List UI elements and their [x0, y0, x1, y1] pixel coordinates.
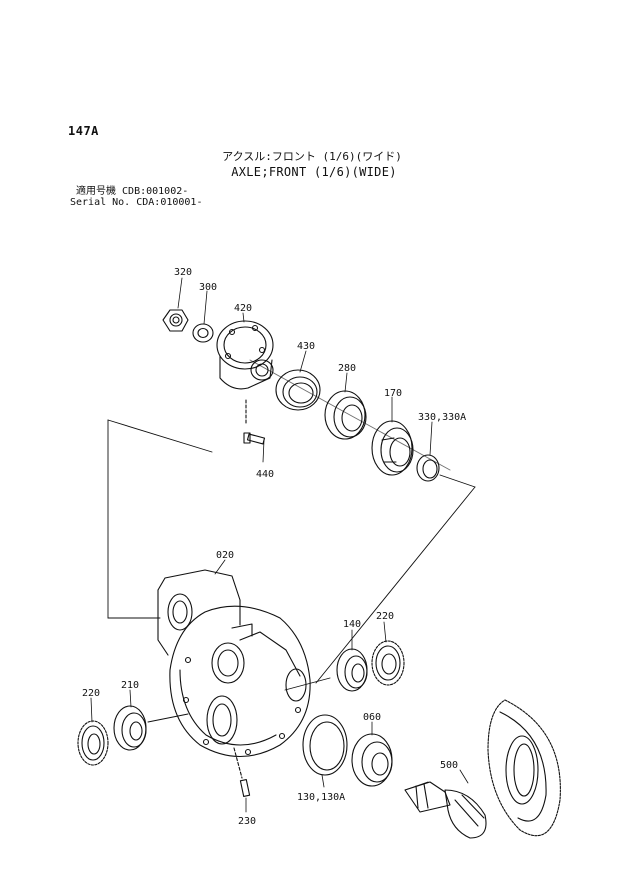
part-020-differential-housing [157, 569, 311, 758]
part-280-bearing [324, 390, 367, 440]
leader-320 [177, 277, 183, 309]
serial-label-english: Serial No. [70, 197, 131, 208]
part-440-bolt [243, 399, 266, 445]
callout-140: 140 [343, 619, 361, 630]
leader-500 [459, 769, 469, 784]
leader-300 [203, 290, 208, 325]
leader-220-right [383, 621, 387, 643]
part-230-pin [233, 747, 251, 797]
page-code: 147A [68, 124, 99, 138]
callout-210: 210 [121, 680, 139, 691]
leader-210 [129, 689, 132, 708]
diagram-title-japanese: アクスル:フロント (1/6)(ワイド) [222, 150, 402, 163]
leader-420 [242, 312, 245, 323]
part-060-bearing [351, 733, 393, 787]
axis-line-upper [249, 359, 451, 471]
serial-row-english: Serial No. CDA:010001- [70, 197, 202, 208]
callout-330-330a: 330,330A [418, 412, 466, 423]
axis-line-lower-left [147, 713, 189, 723]
part-210-bearing [113, 705, 147, 751]
callout-280: 280 [338, 363, 356, 374]
callout-420: 420 [234, 303, 252, 314]
callout-300: 300 [199, 282, 217, 293]
part-430-oil-seal [275, 369, 321, 411]
leader-430 [299, 350, 307, 373]
leader-220-left [90, 697, 93, 723]
part-420-flange [216, 320, 274, 390]
diagram-title-english: AXLE;FRONT (1/6)(WIDE) [231, 165, 397, 179]
serial-label-japanese: 適用号機 [76, 186, 116, 197]
callout-220-right: 220 [376, 611, 394, 622]
part-130-shim [302, 714, 348, 776]
callout-060: 060 [363, 712, 381, 723]
part-330-shim [416, 454, 440, 482]
callout-440: 440 [256, 469, 274, 480]
serial-code-cdb: CDB:001002- [122, 186, 189, 197]
leader-330 [429, 421, 433, 456]
leader-280 [344, 372, 348, 393]
outline-right-top [439, 474, 476, 488]
callout-leader-lines [90, 277, 469, 813]
serial-row-japanese: 適用号機 CDB:001002- [70, 186, 202, 197]
callout-430: 430 [297, 341, 315, 352]
outline-top-edge [107, 419, 213, 453]
part-140-bearing [336, 648, 368, 692]
part-500-ring-and-pinion [404, 699, 561, 839]
leader-130 [321, 774, 325, 788]
outline-right-diagonal [315, 486, 476, 684]
part-300-washer [192, 323, 214, 343]
callout-170: 170 [384, 388, 402, 399]
part-220-adjust-nut-right [371, 640, 405, 686]
callout-220-left: 220 [82, 688, 100, 699]
part-170-bearing [371, 420, 414, 476]
part-320-nut [162, 309, 189, 332]
axis-line-mid [284, 677, 331, 691]
callout-320: 320 [174, 267, 192, 278]
leader-440 [262, 439, 265, 463]
leader-020 [214, 559, 226, 575]
serial-applicability: 適用号機 CDB:001002- Serial No. CDA:010001- [70, 186, 202, 208]
callout-020: 020 [216, 550, 234, 561]
assembly-outline-lines [107, 359, 476, 791]
part-220-adjust-nut-left [77, 720, 109, 766]
serial-code-cda: CDA:010001- [136, 197, 203, 208]
callout-130-130a: 130,130A [297, 792, 345, 803]
callout-500: 500 [440, 760, 458, 771]
callout-230: 230 [238, 816, 256, 827]
